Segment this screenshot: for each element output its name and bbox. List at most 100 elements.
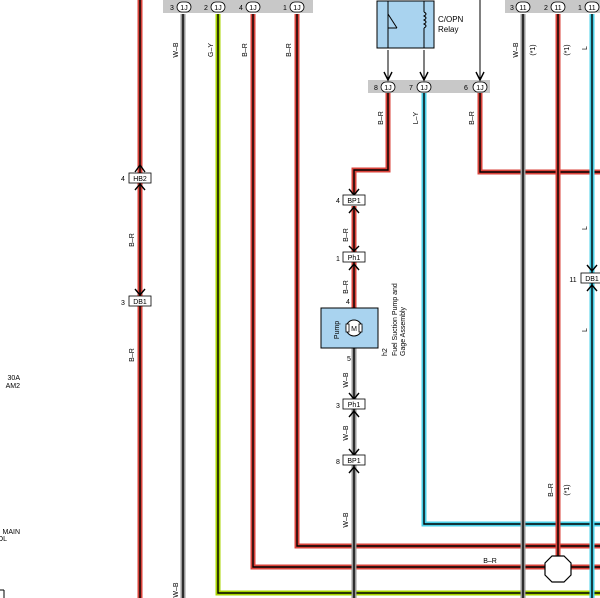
connector-11-1: 1 11 [578,1,600,13]
wire-br-1 [294,14,600,549]
label-w1: W–B [173,42,180,58]
svg-text:1J: 1J [384,85,391,92]
svg-text:1J: 1J [420,85,427,92]
fuse-main-label: MAIN [3,529,21,536]
connector-relay-8: 8 1J [374,81,396,93]
label-db1-down: B–R [129,348,136,362]
label-w2: G–Y [208,43,215,57]
svg-text:11: 11 [519,5,526,12]
pump-pin-top: 4 [346,299,350,306]
wire-relay-br-left [351,92,391,194]
svg-text:7: 7 [409,85,413,92]
label-w4: B–R [286,43,293,57]
svg-text:2: 2 [204,5,208,12]
pump-label: Pump [334,321,341,339]
svg-text:DB1: DB1 [585,276,599,283]
connector-hb2: 4 HB2 [121,172,152,184]
svg-text:4: 4 [336,198,340,205]
arrow-ph1-top [348,245,360,252]
label-bottom-left-wb: W–B [173,582,180,598]
pump-ref: h2 [382,348,389,356]
relay-name: C/OPN [438,15,464,24]
arrow-ph1-bottom-down [348,409,360,418]
connector-relay-7: 7 1J [409,81,432,93]
svg-text:Ph1: Ph1 [348,402,361,409]
svg-text:11: 11 [588,5,595,12]
connector-relay-6: 6 1J [464,81,488,93]
svg-text:HB2: HB2 [133,176,147,183]
relay-sub: Relay [438,25,458,34]
svg-text:1J: 1J [249,5,256,12]
svg-text:4: 4 [239,5,243,12]
svg-text:4: 4 [121,176,125,183]
label-right-star1b: (*1) [564,44,571,55]
connector-db1-right: 11 DB1 [569,272,600,284]
svg-text:3: 3 [510,5,514,12]
label-right-low-star: (*1) [564,484,571,495]
label-right-l-top: L [582,46,589,50]
svg-text:Ph1: Ph1 [348,255,361,262]
connector-11-3: 3 11 [510,1,531,13]
label-right-low-br: B–R [548,483,555,497]
motor-symbol: M [351,326,357,333]
label-hb2-db1: B–R [129,233,136,247]
arrow-db1-right-down [586,283,598,292]
arrow-hb2-down [134,182,146,191]
label-w3: B–R [242,43,249,57]
svg-text:8: 8 [374,85,378,92]
connector-1j-2: 2 1J [204,1,226,13]
arrow-ph1-top-down [348,262,360,271]
connector-1j-3: 3 1J [170,1,192,13]
label-ph1-pump: B–R [343,280,350,294]
label-relay-mid: L–Y [413,111,420,124]
connector-1j-4: 4 1J [239,1,261,13]
wire-relay-br-right [477,92,600,175]
wire-gy-green [215,14,600,596]
relay-copn [376,0,435,49]
svg-text:11: 11 [569,277,576,284]
connector-bp1-bottom: 8 BP1 [336,454,366,466]
label-bp1-ph1: B–R [343,228,350,242]
svg-text:6: 6 [464,85,468,92]
label-right-wb: W–B [513,42,520,58]
label-bottom-br: B–R [483,558,497,565]
connector-ph1-bottom: 3 Ph1 [336,398,366,410]
svg-text:3: 3 [336,403,340,410]
connector-db1-left: 3 DB1 [121,295,152,307]
svg-text:2: 2 [544,5,548,12]
pump-assembly [320,307,379,349]
label-right-l-mid: L [582,226,589,230]
connector-1j-1: 1 1J [283,1,305,13]
svg-text:3: 3 [170,5,174,12]
label-right-l-low: L [582,328,589,332]
fuse-am2-name: AM2 [6,383,21,390]
svg-text:BP1: BP1 [347,198,360,205]
connector-ph1-top: 1 Ph1 [336,251,366,263]
svg-text:1: 1 [336,256,340,263]
fuse-main-cut: OL [0,536,7,543]
pump-assembly-line1: Fuel Suction Pump and [392,283,399,356]
wire-br-4 [250,14,600,570]
label-relay-right: B–R [469,111,476,125]
arrow-bp1-bottom-down [348,465,360,474]
connector-bar-1j [163,0,313,13]
connector-11-2: 2 11 [544,1,566,13]
label-bp1-down: W–B [343,512,350,528]
arrow-db1-right [586,264,598,273]
svg-text:1: 1 [283,5,287,12]
svg-text:1J: 1J [476,85,483,92]
svg-text:3: 3 [121,300,125,307]
svg-text:1J: 1J [180,5,187,12]
arrow-bp1-top-down [348,205,360,214]
pump-pin-bottom: 5 [347,356,351,363]
svg-text:BP1: BP1 [347,458,360,465]
wire-relay-ly [421,92,600,527]
arrow-db1-up [134,288,146,297]
arrow-hb2-up [134,163,146,173]
svg-text:11: 11 [554,5,561,12]
junction-octagon [544,555,572,583]
label-ph1-bp1: W–B [343,425,350,441]
label-pump-ph1: W–B [343,372,350,388]
svg-text:1J: 1J [293,5,300,12]
